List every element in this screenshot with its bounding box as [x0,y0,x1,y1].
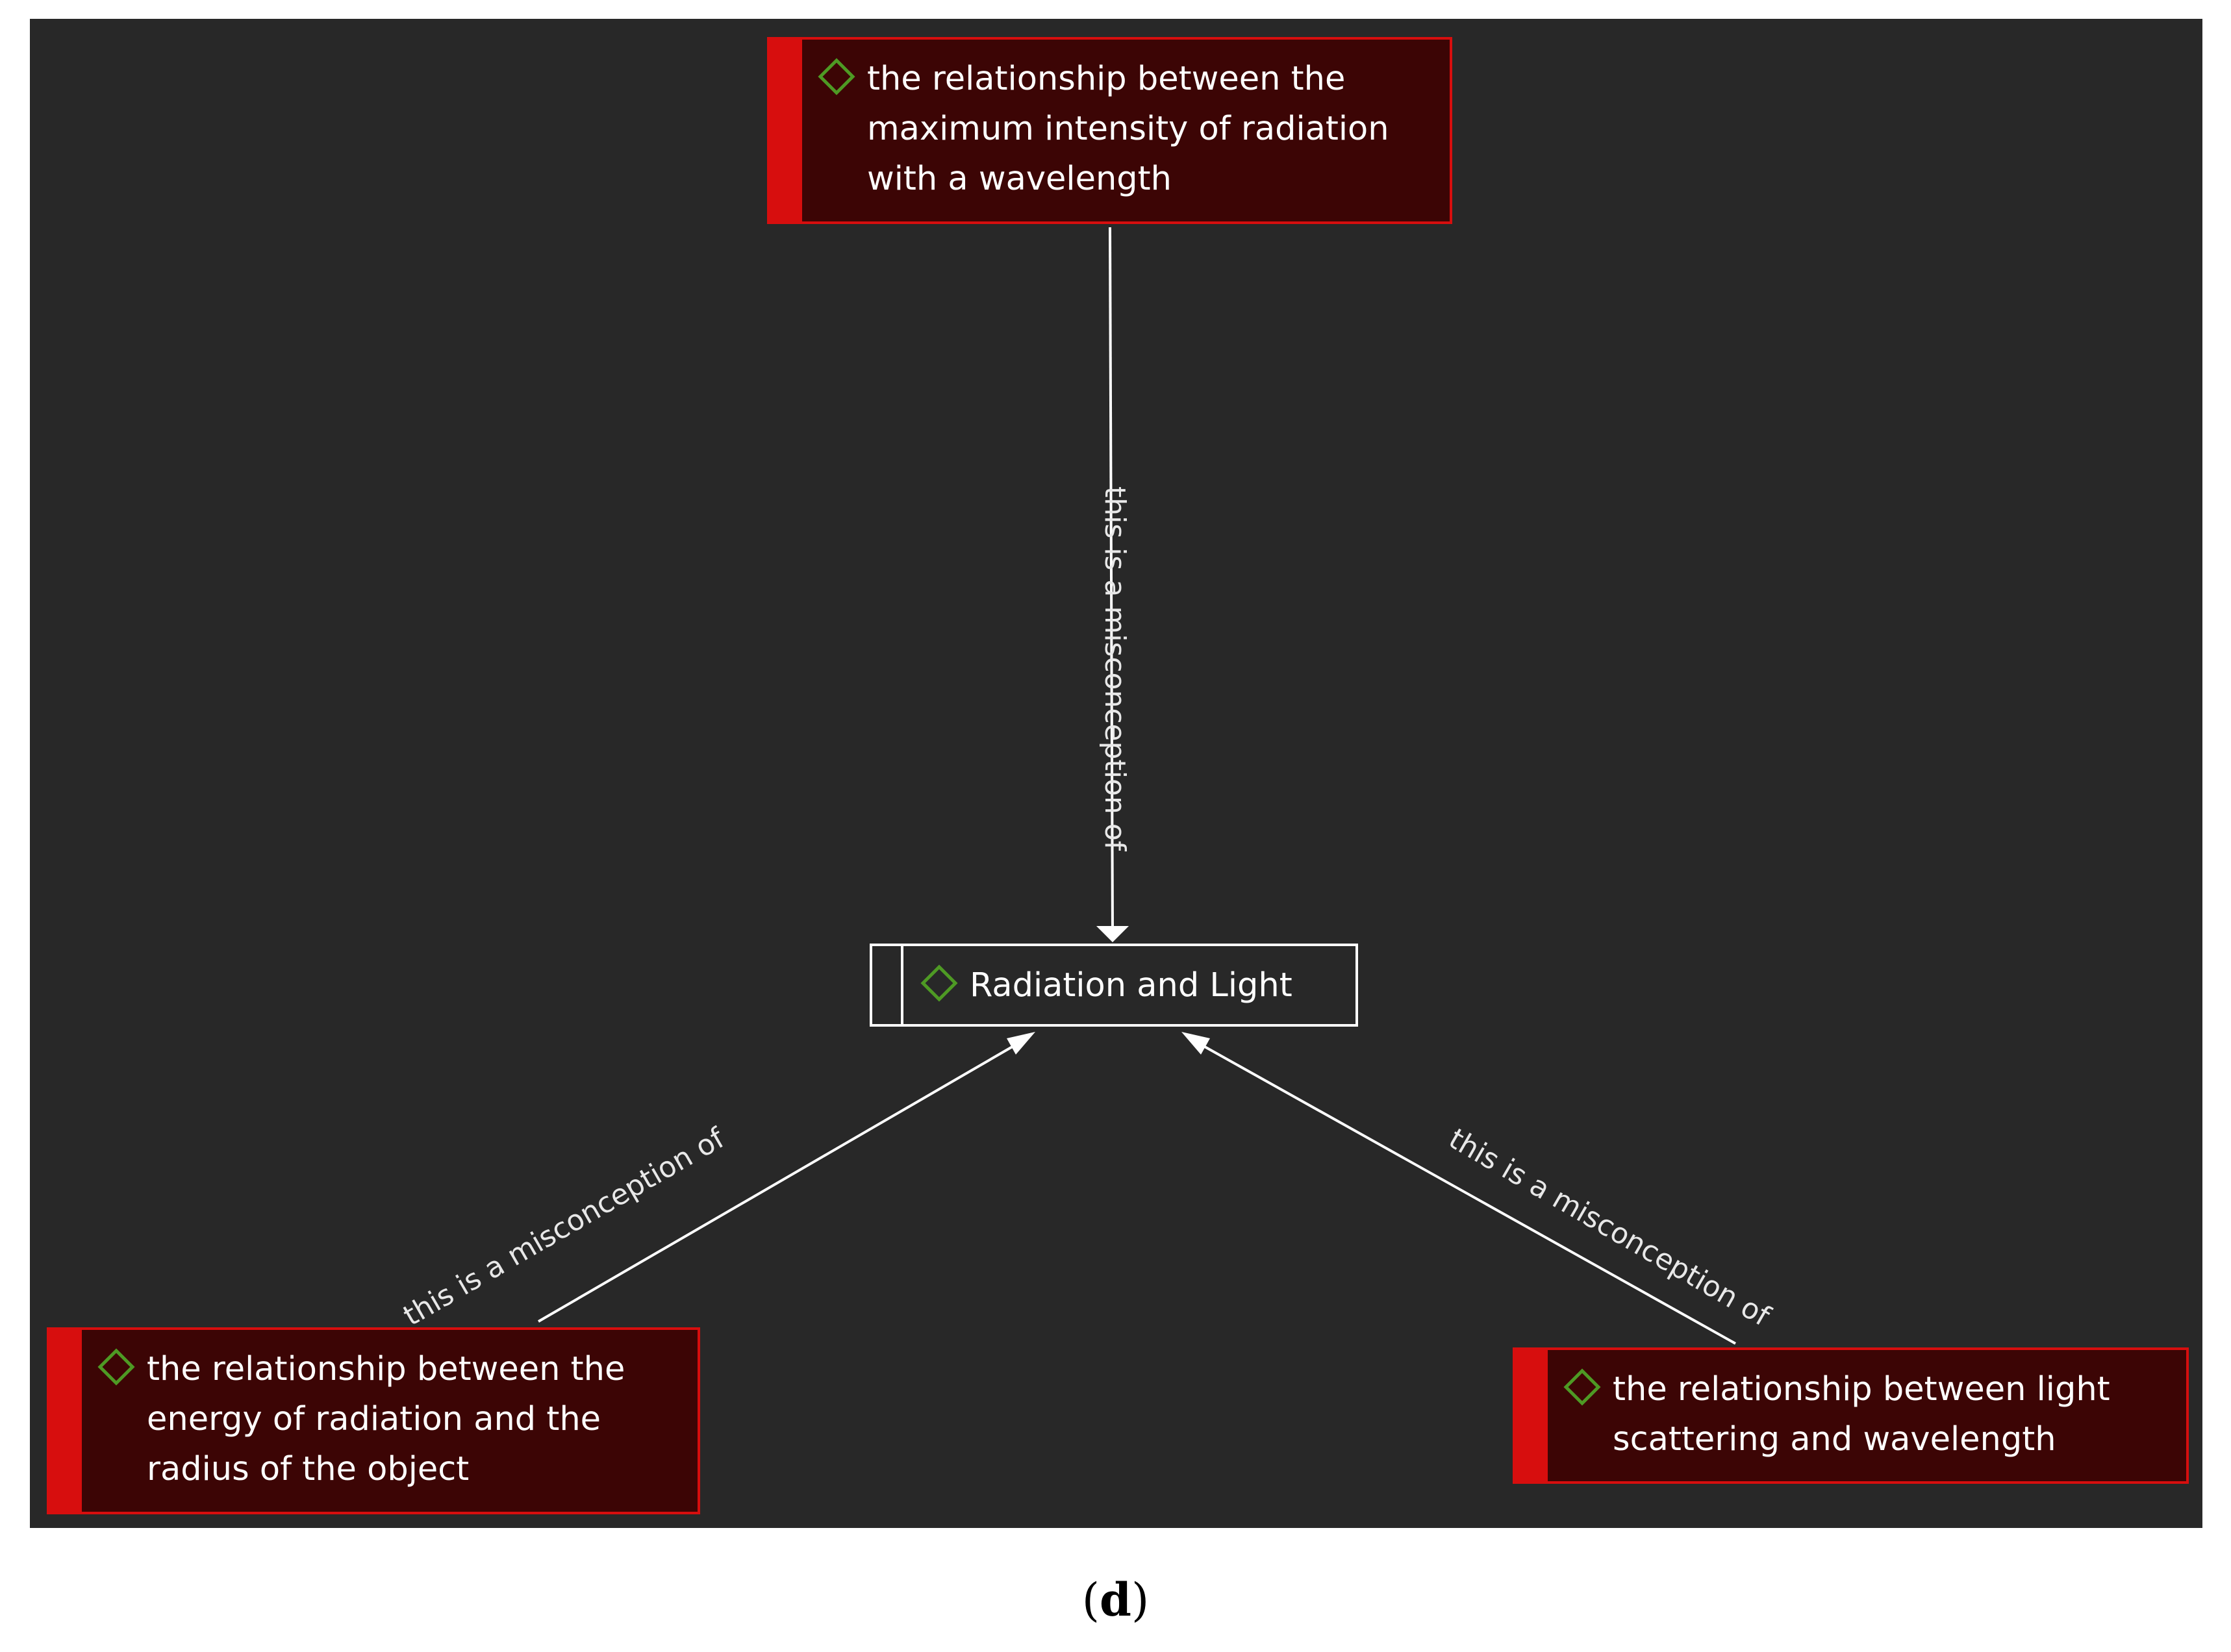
arrowhead-left [1007,1032,1035,1055]
node-side-bar [872,946,903,1024]
edges-layer [537,227,1736,1345]
node-accent-bar [49,1330,82,1512]
arrowhead-top [1096,926,1129,942]
node-accent-bar [1515,1350,1548,1481]
node-text: Radiation and Light [970,966,1292,1005]
node-text: the relationship between light scatterin… [1613,1370,2110,1458]
diamond-icon [97,1348,135,1386]
node-accent-bar [770,40,802,221]
diamond-icon [920,964,958,1002]
node-text: the relationship between the energy of r… [147,1350,625,1488]
node-scattering-wavelength[interactable]: the relationship between light scatterin… [1513,1347,2189,1484]
edge-right-to-center[interactable] [1194,1040,1736,1345]
node-text: the relationship between the maximum int… [867,60,1389,198]
arrowhead-right [1181,1032,1210,1055]
node-max-intensity-wavelength[interactable]: the relationship between the maximum int… [767,37,1452,224]
edge-top-to-center[interactable] [1109,227,1114,931]
edge-label-top: this is a misconception of [1098,486,1131,851]
edge-left-to-center[interactable] [537,1040,1024,1323]
concept-map-canvas: this is a misconception of this is a mis… [30,19,2202,1528]
diamond-icon [818,58,855,95]
diamond-icon [1563,1368,1601,1406]
figure-caption: (d) [1081,1573,1150,1627]
node-energy-radius[interactable]: the relationship between the energy of r… [47,1327,700,1514]
node-radiation-and-light[interactable]: Radiation and Light [870,944,1358,1027]
